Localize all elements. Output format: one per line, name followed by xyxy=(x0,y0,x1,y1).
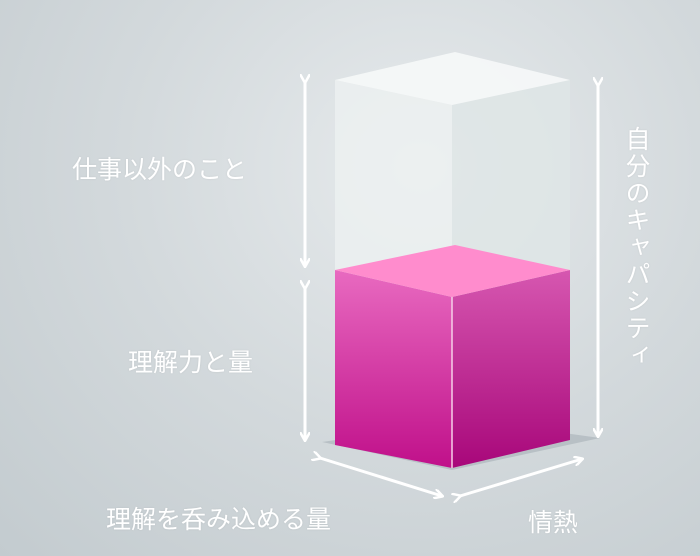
arrow-passion xyxy=(460,459,582,496)
label-absorb-amount: 理解を呑み込める量 xyxy=(106,505,332,534)
arrow-absorb-amount xyxy=(320,458,442,496)
glass-top-face xyxy=(335,52,570,105)
fill-top-face xyxy=(335,245,570,297)
label-capacity: 自分のキャパシティ xyxy=(622,126,651,369)
label-understanding: 理解力と量 xyxy=(128,348,254,377)
fill-front-face xyxy=(335,270,452,468)
label-outside-work: 仕事以外のこと xyxy=(72,155,248,184)
fill-right-face xyxy=(452,270,570,468)
glass-right-face xyxy=(452,80,570,297)
label-passion: 情熱 xyxy=(528,508,579,537)
glass-front-face xyxy=(335,80,452,297)
